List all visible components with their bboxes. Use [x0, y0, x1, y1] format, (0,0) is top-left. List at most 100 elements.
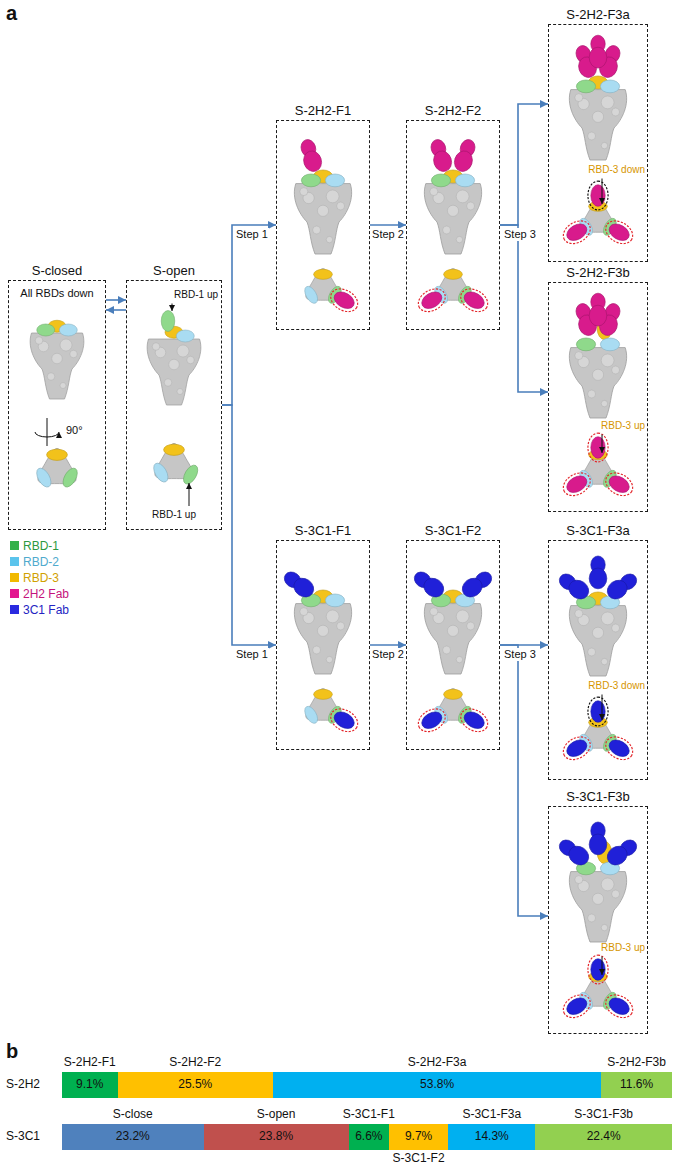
state-box: S-2H2-F3aRBD-3 down — [548, 24, 648, 262]
percent-value: 22.4% — [587, 1130, 621, 1144]
percent-value: 6.6% — [355, 1130, 382, 1144]
illustration-part — [600, 338, 619, 351]
illustration-part — [467, 202, 475, 210]
illustration-part — [588, 955, 608, 984]
percent-value: 11.6% — [620, 1078, 653, 1092]
illustration-part — [588, 181, 608, 210]
state-label: S-2H2-F3a — [566, 8, 630, 23]
spike-structure — [555, 822, 640, 1022]
rotation-axis — [47, 418, 48, 446]
illustration-part — [564, 995, 590, 1018]
illustration-part — [612, 108, 620, 116]
illustration-part — [588, 390, 596, 398]
illustration-part — [164, 379, 172, 387]
illustration-part — [294, 604, 351, 674]
illustration-part — [431, 174, 450, 187]
illustration-part — [297, 137, 324, 174]
illustration-part — [606, 995, 632, 1018]
illustration-part — [47, 449, 68, 460]
illustration-part — [588, 433, 608, 462]
illustration-part — [34, 466, 54, 490]
spike-structure — [147, 311, 201, 487]
illustration-part — [569, 90, 626, 160]
illustration-part — [52, 353, 63, 364]
segment-label: S-3C1-F3a — [462, 1108, 521, 1122]
illustration-part — [456, 236, 462, 242]
illustration-part — [559, 468, 594, 500]
illustration-part — [331, 709, 357, 732]
legend-entry: RBD-2 — [10, 556, 59, 570]
spike-side-view — [410, 568, 495, 674]
illustration-part — [602, 732, 637, 764]
step-arrow — [106, 309, 126, 311]
illustration-part — [601, 924, 607, 930]
illustration-part — [419, 289, 445, 312]
illustration-part — [604, 836, 641, 869]
illustration-part — [430, 608, 438, 616]
annotation-text: All RBDs down — [20, 287, 93, 300]
illustration-part — [467, 622, 475, 630]
step-arrow — [370, 644, 406, 646]
state-box: S-2H2-F1 — [276, 120, 370, 330]
bar-segment: S-close23.2% — [62, 1124, 204, 1150]
illustration-part — [302, 704, 320, 725]
spike-side-view — [424, 137, 481, 254]
illustration-part — [37, 324, 55, 336]
legend-swatch — [10, 541, 19, 550]
illustration-part — [591, 701, 605, 723]
spike-structure — [30, 320, 84, 489]
illustration-part — [564, 737, 590, 760]
illustration-part — [147, 339, 201, 405]
illustration-part — [59, 324, 77, 336]
spike-side-view — [569, 35, 626, 160]
illustration-part — [575, 610, 583, 618]
step-arrow — [500, 645, 548, 916]
step-label: Step 1 — [235, 228, 269, 241]
legend-text: RBD-1 — [23, 539, 59, 553]
spike-top-view — [34, 448, 80, 489]
illustration-part — [290, 574, 317, 600]
state-box: S-2H2-F3bRBD-3 up — [548, 282, 648, 512]
spike-structure — [559, 293, 636, 500]
illustration-part — [602, 468, 637, 500]
segment-label: S-3C1-F3b — [574, 1108, 633, 1122]
spike-structure — [414, 137, 491, 316]
state-box: S-3C1-F2 — [406, 540, 500, 750]
illustration-part — [313, 226, 321, 234]
illustration-part — [456, 190, 469, 203]
illustration-part — [420, 574, 447, 600]
illustration-part — [612, 366, 620, 374]
segment-label: S-open — [257, 1108, 296, 1122]
legend-text: RBD-2 — [23, 555, 59, 569]
bar-segment: S-2H2-F3a53.8% — [273, 1072, 601, 1098]
illustration-part — [602, 990, 637, 1022]
illustration-part — [589, 568, 607, 589]
illustration-part — [169, 359, 180, 370]
illustration-part — [431, 149, 454, 174]
illustration-part — [70, 350, 78, 358]
rotation-label: 90° — [66, 424, 83, 437]
illustration-part — [424, 184, 481, 254]
state-label: S-2H2-F2 — [425, 104, 481, 119]
row-label: S-3C1 — [6, 1130, 40, 1144]
bar-segment: S-3C1-F29.7% — [389, 1124, 448, 1150]
illustration-part — [177, 345, 189, 357]
illustration-part — [452, 137, 479, 174]
illustration-part — [280, 568, 317, 601]
illustration-part — [300, 188, 308, 196]
illustration-part — [152, 343, 160, 351]
illustration-part — [419, 709, 445, 732]
bar-segment: S-3C1-F16.6% — [349, 1124, 389, 1150]
illustration-part — [591, 437, 605, 459]
spike-structure — [555, 556, 640, 764]
segment-label: S-close — [113, 1108, 153, 1122]
illustration-part — [606, 737, 632, 760]
illustration-part — [591, 959, 605, 981]
illustration-part — [601, 96, 614, 109]
percent-value: 23.2% — [116, 1130, 150, 1144]
step-label: Step 2 — [371, 648, 405, 661]
legend-text: RBD-3 — [23, 571, 59, 585]
illustration-part — [35, 337, 43, 345]
illustration-part — [569, 872, 626, 942]
illustration-part — [612, 624, 620, 632]
